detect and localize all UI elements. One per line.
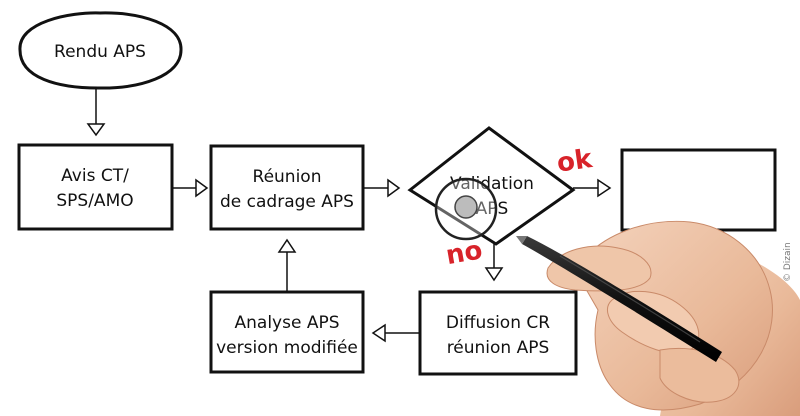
hand-with-pen-illustration (516, 220, 800, 416)
analyse-node-line2: version modifiée (216, 338, 358, 358)
arrow-diffusion-to-analyse (371, 323, 420, 343)
diffusion-node: Diffusion CR réunion APS (418, 290, 578, 376)
outcome-node (620, 148, 777, 232)
reunion-node: Réunion de cadrage APS (209, 144, 365, 231)
validation-node-line2: APS (476, 199, 509, 219)
analyse-node-line1: Analyse APS (235, 313, 340, 333)
reunion-node-line2: de cadrage APS (220, 192, 354, 212)
arrow-reunion-to-validation (363, 178, 401, 198)
ok-annotation: ok (555, 144, 595, 179)
arrow-avis-to-reunion (172, 178, 209, 198)
image-credit: © Dizain (783, 242, 793, 282)
arrow-validation-to-diffusion (484, 244, 504, 282)
arrow-analyse-to-reunion (277, 238, 297, 292)
reunion-node-line1: Réunion (253, 167, 322, 187)
start-node: Rendu APS (18, 11, 183, 90)
avis-node: Avis CT/ SPS/AMO (17, 143, 174, 231)
arrow-start-to-avis (86, 88, 106, 137)
cursor-focus-ring (434, 177, 498, 241)
diffusion-node-line1: Diffusion CR (446, 313, 550, 333)
avis-node-line2: SPS/AMO (56, 191, 133, 211)
analyse-node: Analyse APS version modifiée (209, 290, 365, 374)
diffusion-node-line2: réunion APS (447, 338, 550, 358)
avis-node-line1: Avis CT/ (61, 166, 129, 186)
arrow-validation-to-outcome (573, 178, 612, 198)
no-annotation: no (444, 235, 485, 271)
start-node-label: Rendu APS (54, 42, 146, 62)
